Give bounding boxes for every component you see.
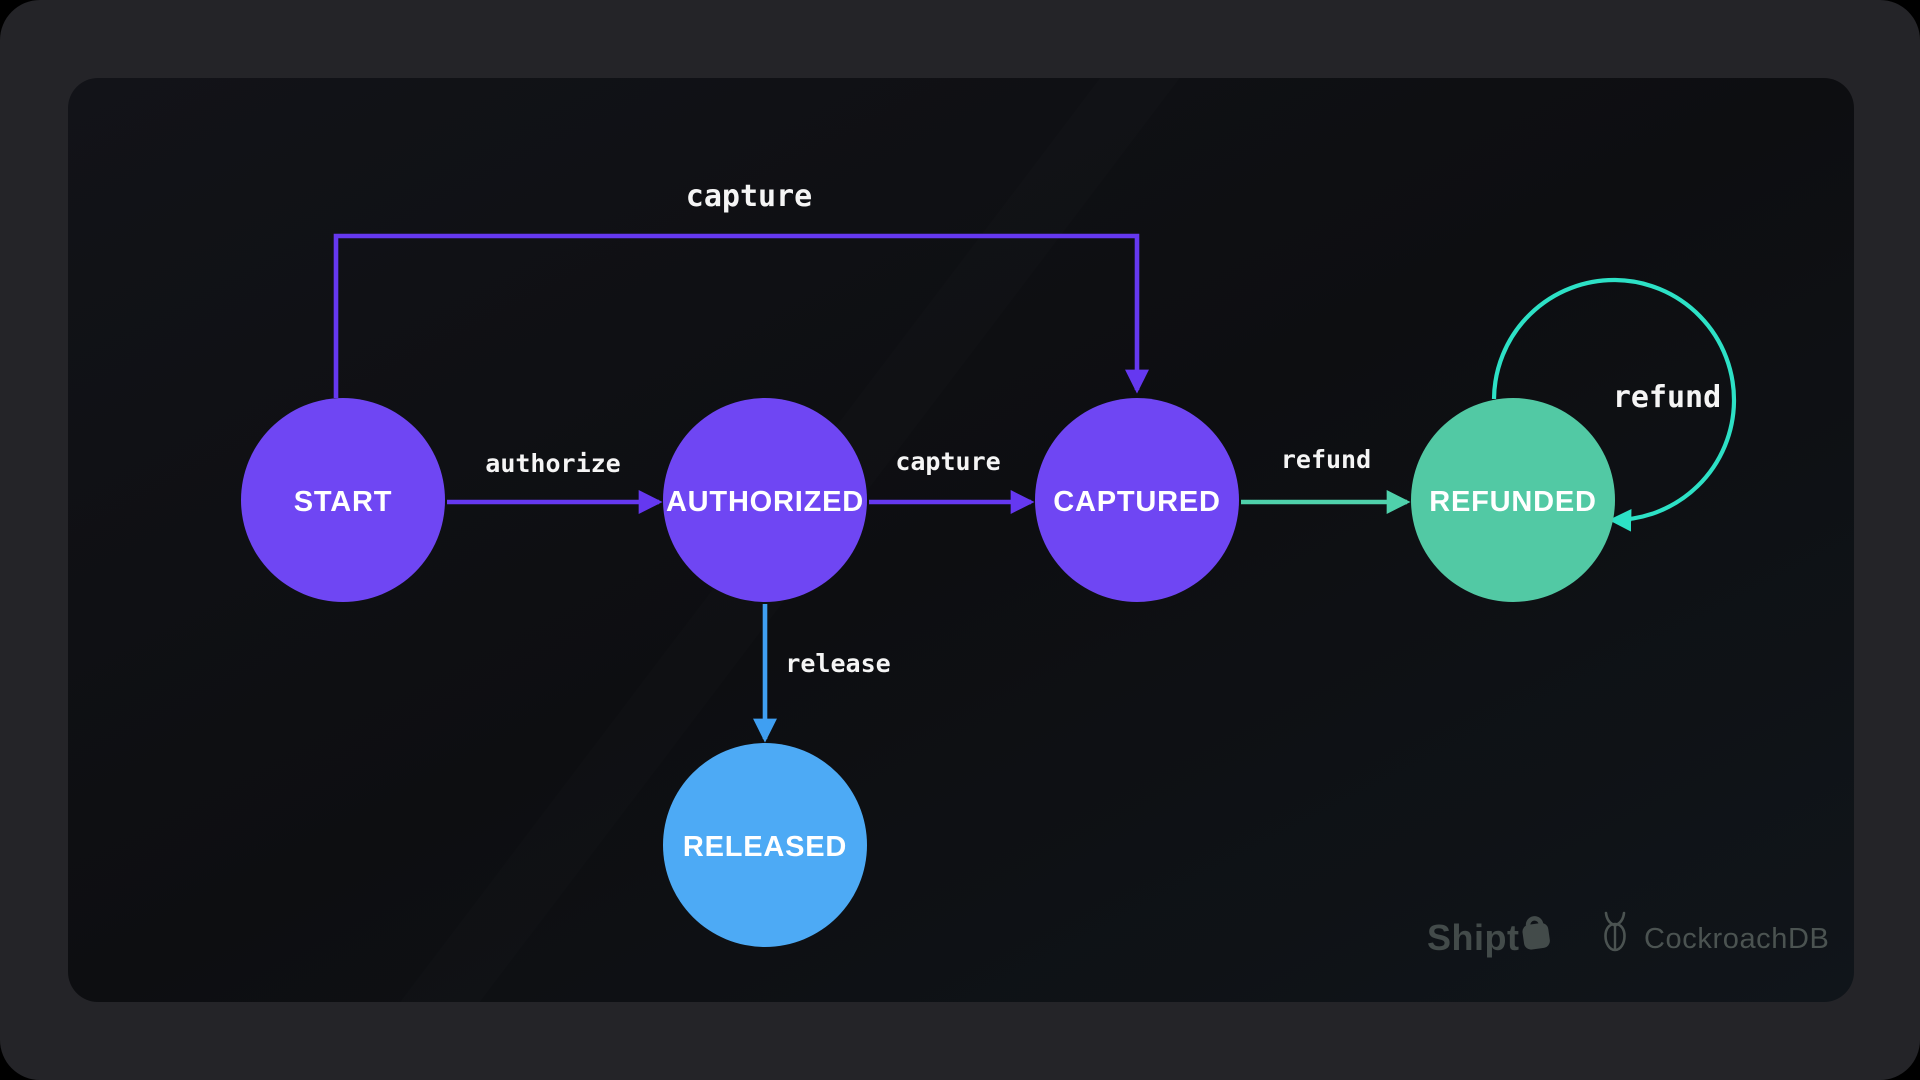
edge-refunded-self-loop: refund <box>1491 277 1737 532</box>
shipt-wordmark: Shipt <box>1427 917 1519 958</box>
cockroachdb-logo: CockroachDB <box>1604 911 1830 955</box>
node-label-released: RELEASED <box>683 831 847 863</box>
node-refunded: REFUNDED <box>1411 398 1615 602</box>
edge-label-capture: capture <box>895 447 1000 476</box>
shipt-logo: Shipt <box>1427 916 1550 958</box>
edge-authorized-captured: capture <box>869 447 1035 514</box>
shipt-bag-icon <box>1522 916 1550 950</box>
edge-label-authorize: authorize <box>485 449 620 478</box>
diagram-panel <box>68 78 1854 1002</box>
node-start: START <box>241 398 445 602</box>
node-label-captured: CAPTURED <box>1053 486 1221 518</box>
node-captured: CAPTURED <box>1035 398 1239 602</box>
edge-authorized-released: release <box>753 604 891 743</box>
node-label-start: START <box>294 486 393 518</box>
edge-label-refund-loop: refund <box>1613 380 1721 415</box>
node-released: RELEASED <box>663 743 867 947</box>
edge-label-capture-top: capture <box>686 179 812 214</box>
edge-start-authorized: authorize <box>447 449 663 514</box>
node-label-authorized: AUTHORIZED <box>666 486 864 518</box>
edge-label-release: release <box>785 649 890 678</box>
cockroachdb-roach-icon <box>1604 911 1626 952</box>
node-authorized: AUTHORIZED <box>663 398 867 602</box>
edge-captured-refunded: refund <box>1241 445 1411 514</box>
edge-label-refund: refund <box>1281 445 1371 474</box>
cockroachdb-wordmark: CockroachDB <box>1644 923 1830 955</box>
edge-start-captured: capture <box>333 179 1149 398</box>
node-label-refunded: REFUNDED <box>1429 486 1597 518</box>
